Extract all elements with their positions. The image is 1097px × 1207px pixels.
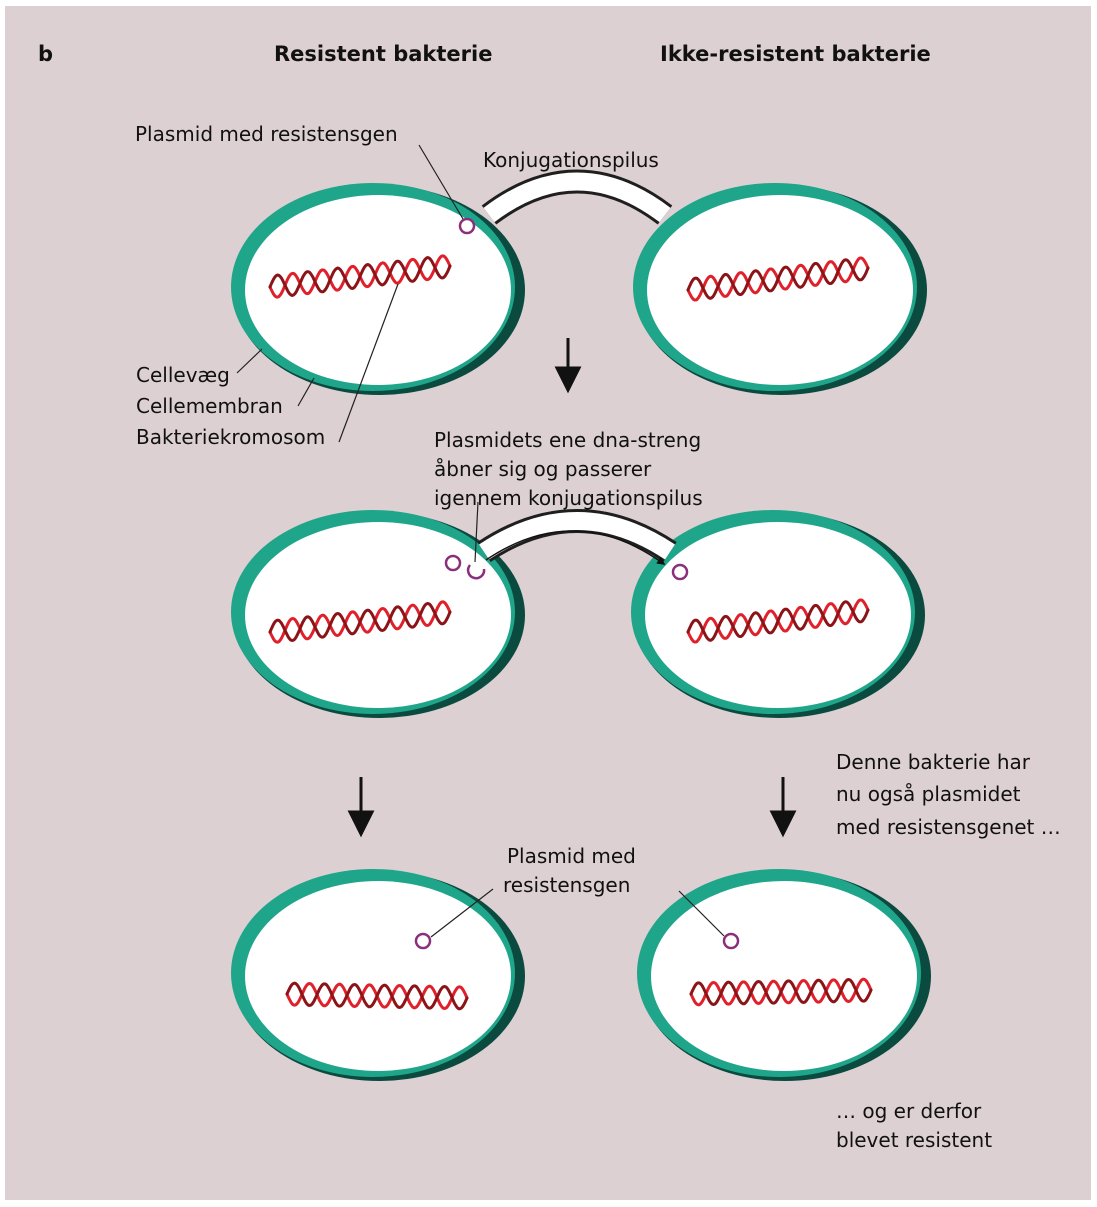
chromosome-row1-left [268,254,452,299]
label-transfer-line2: åbner sig og passerer [434,457,652,481]
label-transfer-line3: igennem konjugationspilus [434,486,703,510]
plasmid-row2-a [444,554,462,572]
chromosome-row1-right [686,256,870,302]
cell-nonresistant-row1 [633,183,927,395]
plasmid-row3-left [414,932,432,950]
chromosome-row2-right-strand-b [686,600,870,642]
label-result-line1: … og er derfor [836,1099,982,1123]
label-plasmid-bottom-line2: resistensgen [503,873,631,897]
label-note-line1: Denne bakterie har [836,750,1030,774]
label-cellemembran: Cellemembran [136,394,283,418]
label-transfer-line1: Plasmidets ene dna-streng [434,428,702,452]
cell-nonresistant-row3 [637,869,931,1081]
chromosome-row3-left [285,981,469,1011]
conjugation-pilus-transfer [477,509,677,565]
leader-lines [236,144,725,938]
chromosomes [268,254,873,1011]
label-pilus: Konjugationspilus [483,148,659,172]
chromosome-row3-right-strand-b [689,977,873,1007]
header-nonresistant: Ikke-resistent bakterie [660,42,931,66]
conjugation-pilus [481,169,673,225]
process-arrows [347,338,797,838]
label-note-line3: med resistensgenet … [836,815,1061,839]
chromosome-row3-left-strand-b [285,981,469,1011]
cell-resistant-row1 [231,183,525,395]
label-plasmid-top: Plasmid med resistensgen [135,122,398,146]
label-kromosom: Bakteriekromosom [136,425,326,449]
chromosome-row1-left-strand-b [268,256,452,297]
chromosome-row2-left-strand-b [268,601,452,643]
label-note-line2: nu også plasmidet [836,782,1021,806]
chromosome-row2-left [268,600,452,644]
plasmid-row2-opening [466,564,486,580]
plasmid-row2-received [671,563,689,581]
label-cellevaeg: Cellevæg [136,363,230,387]
chromosome-row3-right [689,977,873,1007]
plasmid-row3-right [722,932,740,950]
panel-letter: b [38,42,54,66]
plasmid-row1 [458,217,476,235]
label-plasmid-bottom-line1: Plasmid med [507,844,636,868]
chromosome-row2-right [686,598,870,644]
label-result-line2: blevet resistent [836,1128,993,1152]
chromosome-row1-right-strand-b [686,258,870,300]
cell-resistant-row3 [231,869,525,1081]
header-resistant: Resistent bakterie [274,42,493,66]
